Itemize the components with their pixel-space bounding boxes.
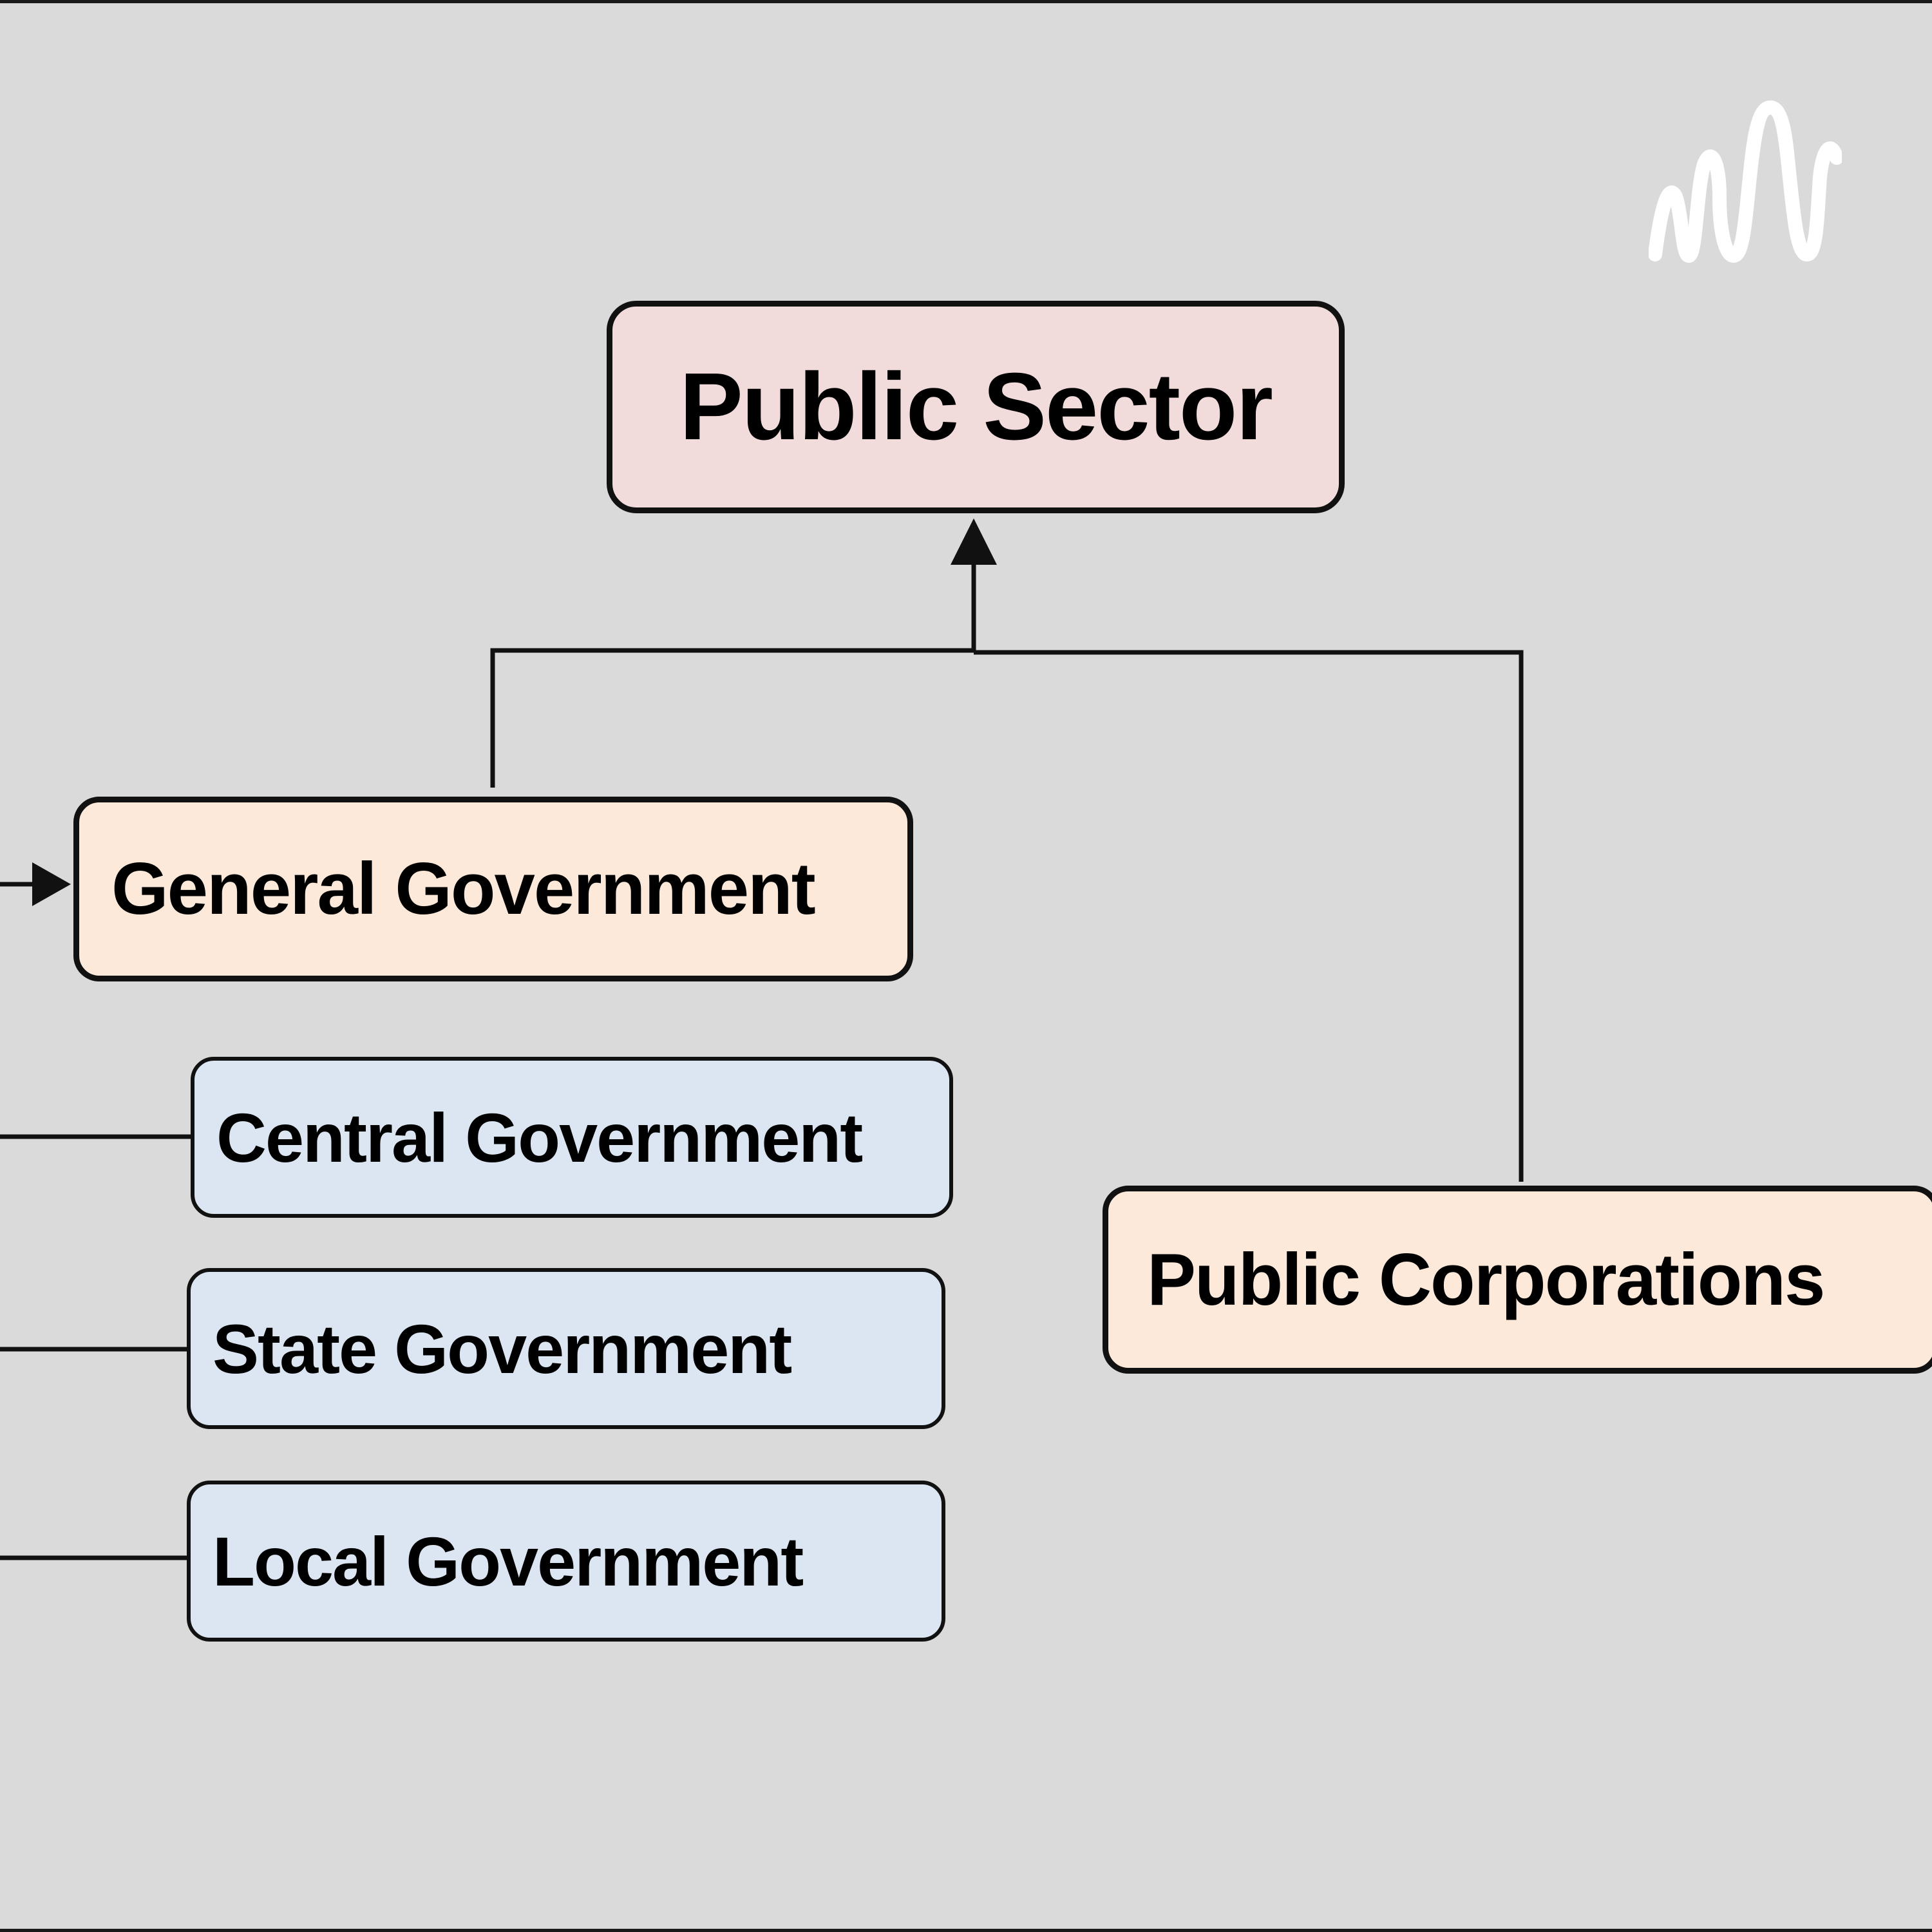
central-government-box: Central Government (191, 1057, 953, 1218)
general-government-box: General Government (73, 797, 913, 981)
connector-lines (0, 518, 1524, 1560)
connector-corporations-to-root (974, 650, 1524, 1182)
connector-general-to-root (490, 648, 974, 788)
central-government-label: Central Government (216, 1098, 863, 1177)
state-government-box: State Government (187, 1268, 945, 1429)
arrowhead-general (32, 862, 71, 906)
state-government-label: State Government (213, 1309, 792, 1388)
public-sector-label: Public Sector (679, 354, 1273, 460)
public-sector-box: Public Sector (607, 301, 1345, 513)
public-corporations-box: Public Corporations (1103, 1186, 1932, 1374)
local-government-box: Local Government (187, 1481, 945, 1642)
local-government-label: Local Government (213, 1522, 804, 1600)
general-government-label: General Government (111, 848, 816, 930)
podcast-waveform-logo-icon (1649, 100, 1842, 263)
arrowhead-root (951, 518, 997, 565)
public-corporations-label: Public Corporations (1147, 1238, 1825, 1321)
